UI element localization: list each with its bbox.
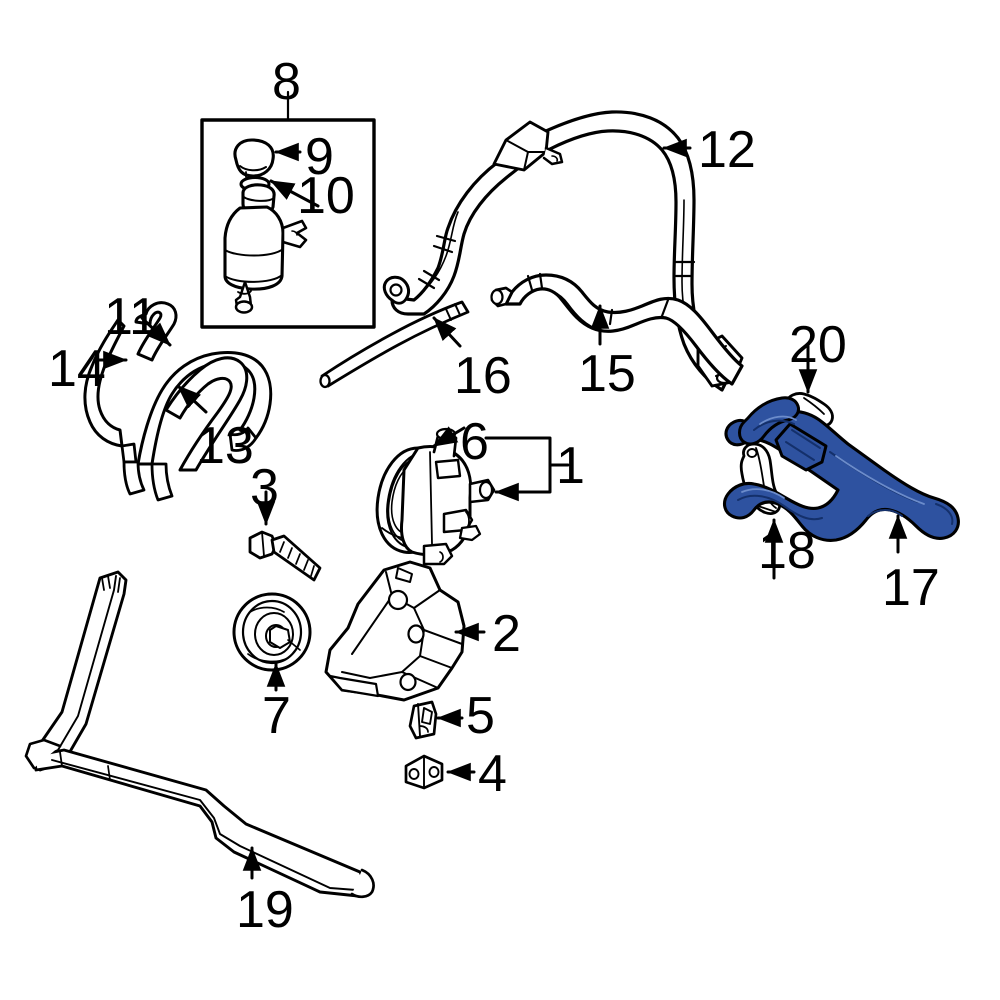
callout-label-17: 17 xyxy=(882,559,940,617)
callout-label-12: 12 xyxy=(698,121,756,179)
callout-label-2: 2 xyxy=(492,605,521,663)
callout-label-16: 16 xyxy=(454,347,512,405)
callout-label-4: 4 xyxy=(478,745,507,803)
callout-label-11: 11 xyxy=(104,288,158,346)
callout-label-6: 6 xyxy=(460,413,489,471)
callout-label-3: 3 xyxy=(250,459,279,517)
reservoir-body-illustration xyxy=(223,183,308,314)
callout-label-18: 18 xyxy=(758,522,816,580)
pressure-line-tube-highlighted-illustration xyxy=(722,396,960,542)
callout-label-1: 1 xyxy=(556,437,585,495)
hose-clamp-grommet-illustration xyxy=(408,700,438,740)
idler-pulley-illustration xyxy=(232,592,312,672)
callout-label-7: 7 xyxy=(262,687,291,745)
drive-belt-illustration xyxy=(24,570,375,899)
callout-label-10: 10 xyxy=(297,167,355,225)
callout-leaders xyxy=(94,138,908,880)
callout-label-14: 14 xyxy=(48,340,106,398)
callout-label-19: 19 xyxy=(236,881,294,939)
pump-mounting-bracket-illustration xyxy=(324,560,466,702)
callout-label-5: 5 xyxy=(466,687,495,745)
callout-label-9: 9 xyxy=(305,128,334,186)
reservoir-cap-illustration xyxy=(233,138,275,178)
power-steering-pump-illustration xyxy=(375,427,496,566)
pressure-hose-illustration xyxy=(382,110,744,392)
callout-label-8: 8 xyxy=(272,53,301,111)
callout-label-15: 15 xyxy=(578,345,636,403)
mounting-bolt-illustration xyxy=(248,530,322,582)
cooler-hose-illustration xyxy=(490,272,744,386)
callout-label-13: 13 xyxy=(196,417,254,475)
hose-retaining-clip-illustration xyxy=(404,754,444,790)
callout-label-20: 20 xyxy=(789,316,847,374)
